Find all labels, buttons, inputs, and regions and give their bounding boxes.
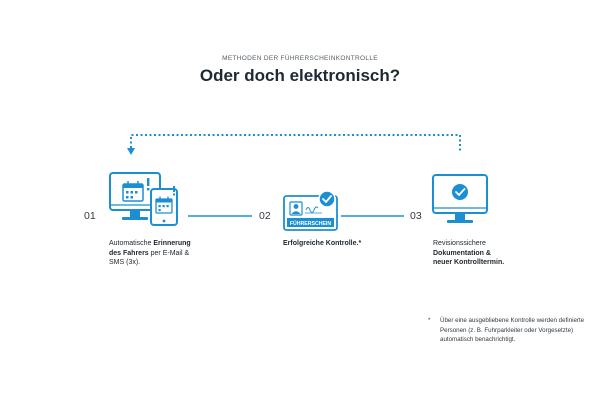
step-1-text-d: per E-Mail & (148, 249, 190, 257)
step-3-text-c: neuer Kontrolltermin. (433, 259, 505, 266)
monitor-calendar-icon (109, 172, 161, 220)
step-description-2: Erfolgreiche Kontrolle.* (283, 239, 393, 249)
step-3-text-b: Dokumentation & (433, 249, 491, 257)
tablet-calendar-icon (150, 186, 178, 226)
license-card-label: FÜHRERSCHEIN (290, 220, 331, 227)
step-description-1: Automatische Erinnerung des Fahrers per … (109, 239, 229, 268)
step-number-1: 01 (84, 210, 96, 222)
step-1-text-a: Automatische (109, 240, 154, 247)
step-3-text-a: Revisionssichere (433, 240, 486, 247)
footnote-text: Über eine ausgebliebene Kontrolle werden… (440, 317, 585, 343)
license-card-icon (283, 190, 338, 231)
page-title: Oder doch elektronisch? (199, 66, 401, 85)
step-number-2: 02 (259, 210, 271, 222)
footnote-star: * (428, 317, 431, 324)
step-description-3: Revisionssichere Dokumentation & neuer K… (433, 239, 543, 268)
step-1-text-b: Erinnerung (153, 240, 191, 247)
step-2-text-a: Erfolgreiche Kontrolle.* (283, 240, 362, 247)
monitor-check-icon (432, 174, 488, 223)
footnote: * Über eine ausgebliebene Kontrolle werd… (428, 316, 588, 345)
dotted-return-arrow-icon (127, 134, 461, 155)
step-1-text-c: des Fahrers (109, 249, 149, 257)
step-number-3: 03 (410, 210, 422, 222)
section-eyebrow: METHODEN DER FÜHRERSCHEINKONTROLLE (222, 55, 378, 62)
step-1-text-e: SMS (3x). (109, 259, 141, 266)
